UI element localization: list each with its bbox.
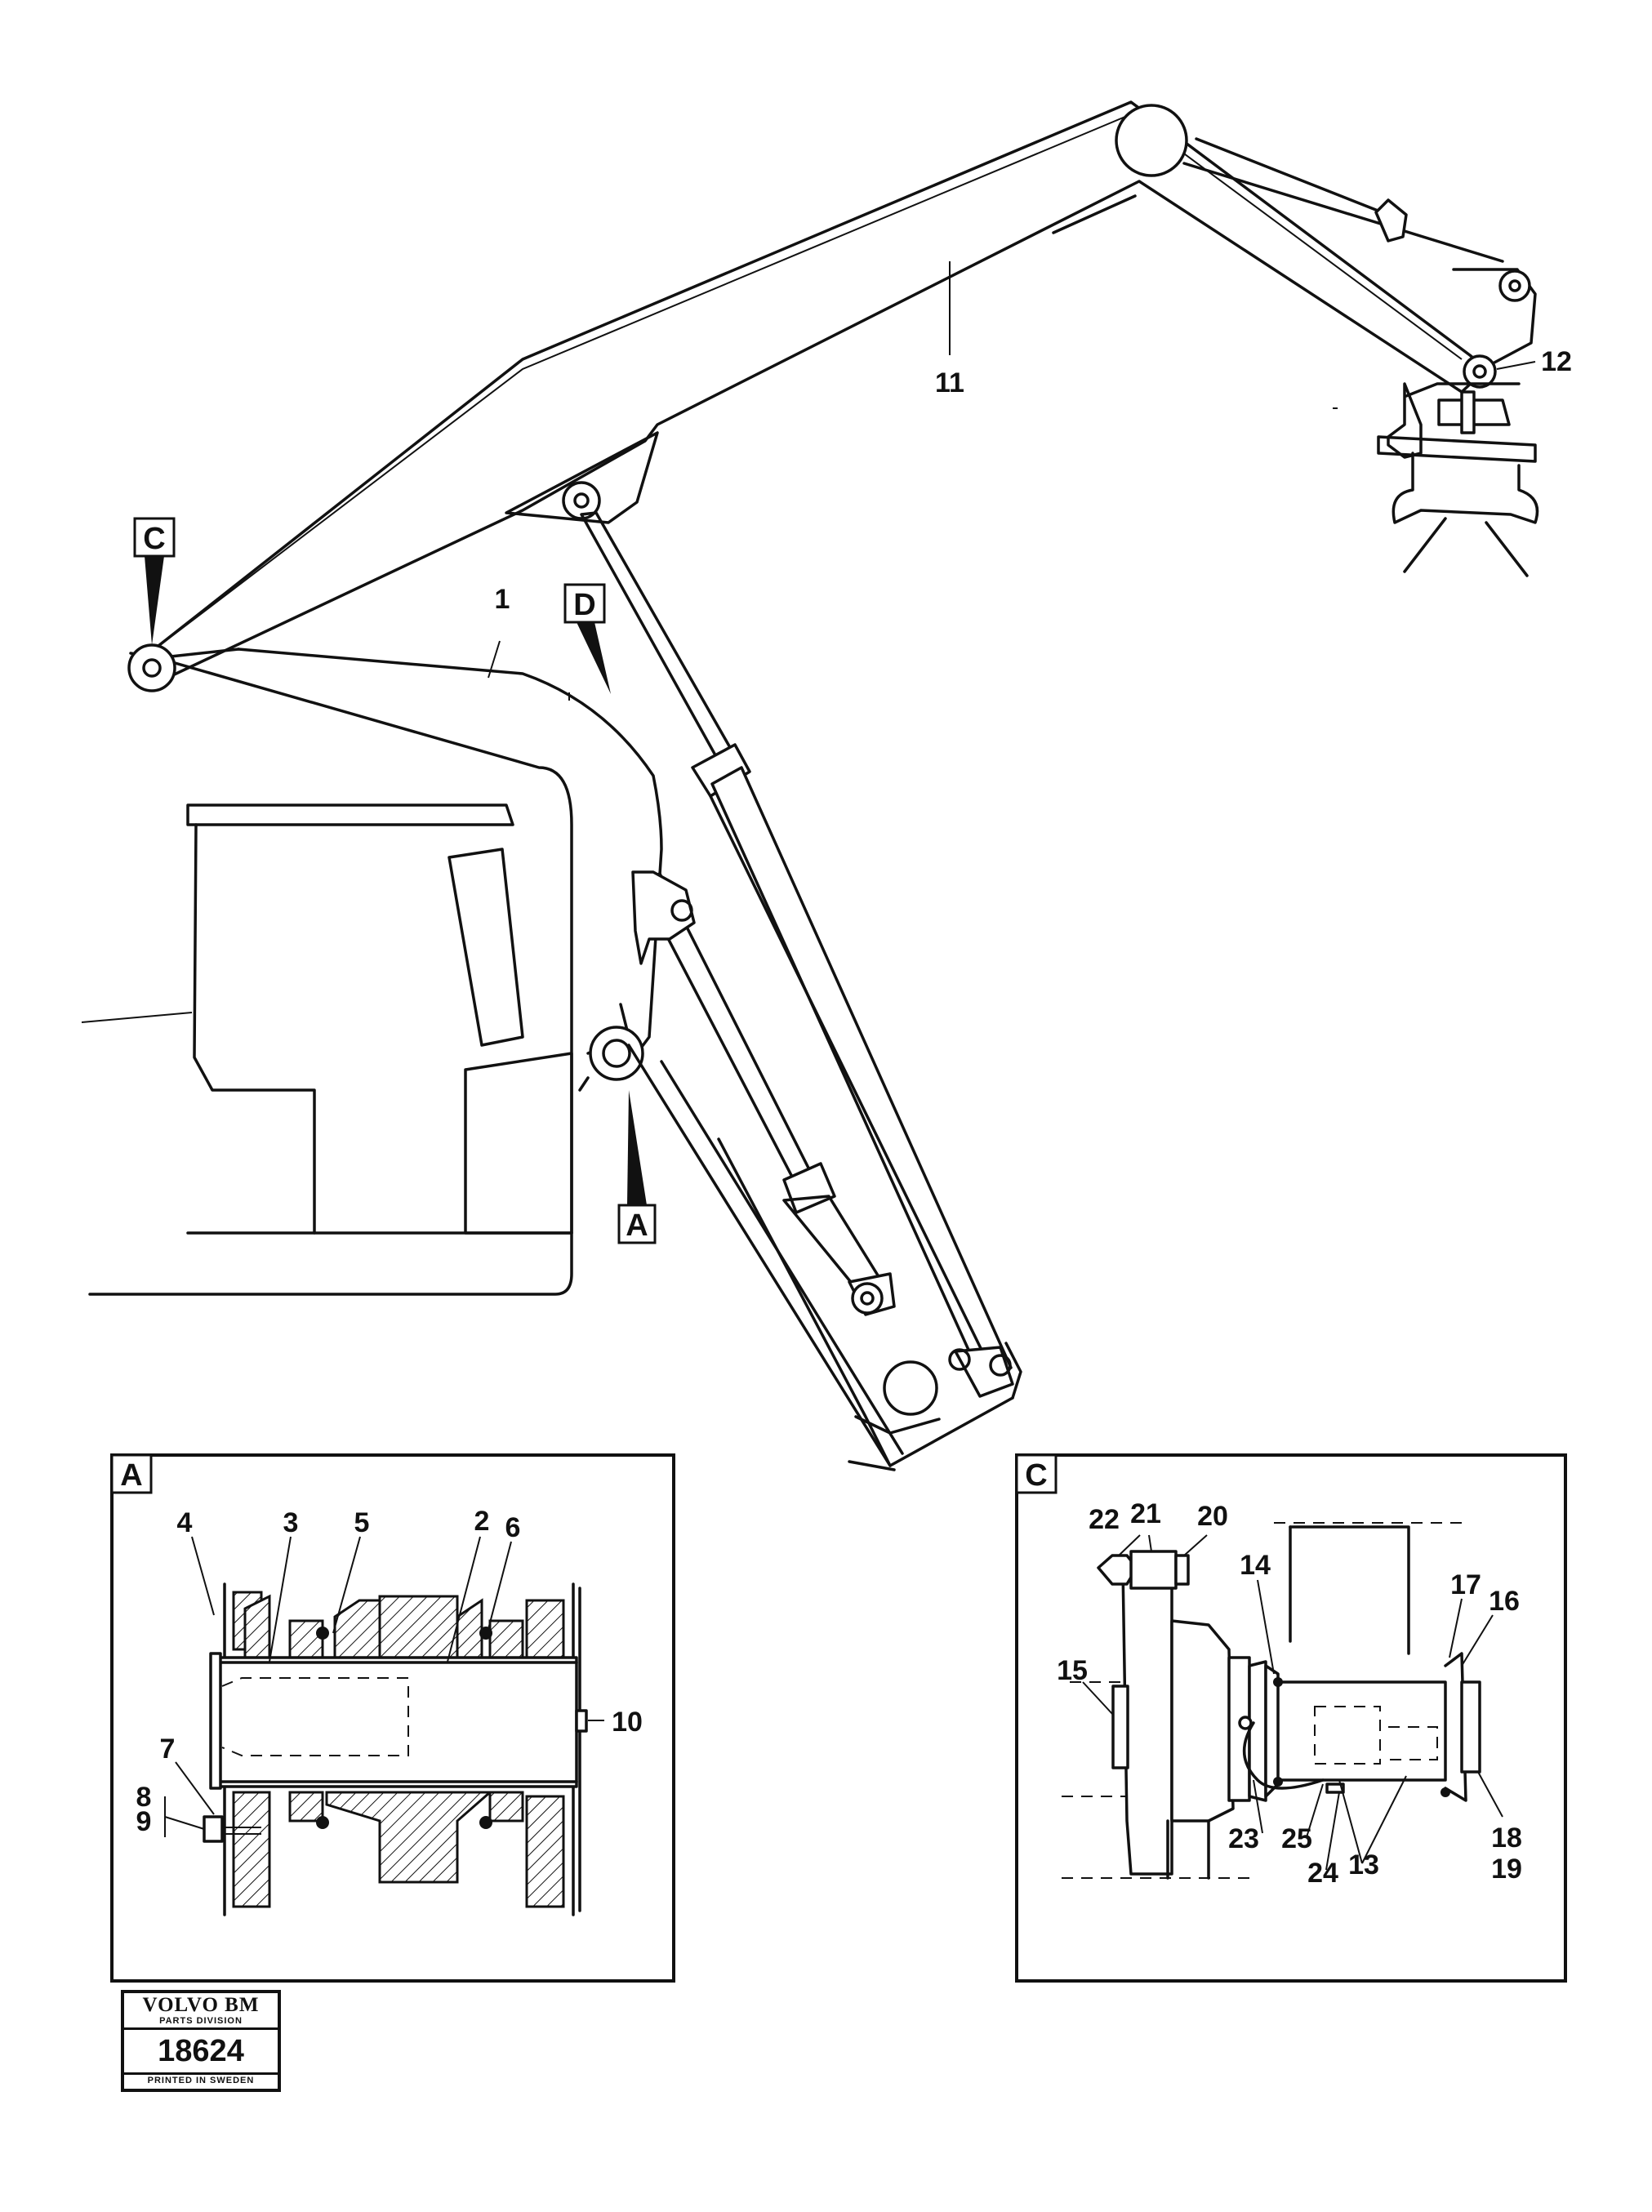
- stamp-brand: VOLVO BM: [142, 1994, 260, 2016]
- marker-a-main: A: [626, 1208, 648, 1243]
- detail-a-view: A: [110, 1453, 675, 1983]
- marker-d-main: D: [573, 588, 595, 622]
- lift-cylinder: [580, 511, 1014, 1398]
- callout-22: 22: [1089, 1504, 1120, 1535]
- boom-tip-rotator: [1182, 137, 1539, 577]
- main-view-callouts: C D A 11 12 1: [133, 261, 1572, 1244]
- callout-2: 2: [474, 1506, 490, 1537]
- callout-11: 11: [935, 367, 964, 398]
- callout-4: 4: [177, 1507, 193, 1538]
- callout-15: 15: [1057, 1655, 1088, 1686]
- loader-assembly-view: [81, 100, 1539, 1471]
- marker-c-detail: C: [1025, 1458, 1047, 1493]
- callout-9: 9: [136, 1806, 152, 1837]
- callout-18: 18: [1491, 1823, 1522, 1854]
- callout-20: 20: [1197, 1501, 1228, 1532]
- stamp-printed: PRINTED IN SWEDEN: [147, 2076, 255, 2085]
- machine-body: [81, 656, 573, 1296]
- tilt-cylinder: [627, 870, 941, 1471]
- callout-1: 1: [495, 584, 510, 615]
- callout-16: 16: [1489, 1586, 1520, 1617]
- callout-8: 8: [136, 1782, 152, 1813]
- callout-5: 5: [354, 1507, 370, 1538]
- callout-25: 25: [1281, 1823, 1312, 1854]
- callout-10: 10: [612, 1707, 643, 1738]
- callout-17: 17: [1450, 1569, 1481, 1600]
- callout-19: 19: [1491, 1854, 1522, 1885]
- callout-7: 7: [160, 1734, 176, 1765]
- main-boom: [127, 100, 1488, 692]
- volvo-bm-stamp: VOLVO BM PARTS DIVISION 18624 PRINTED IN…: [121, 1990, 281, 2092]
- callout-23: 23: [1228, 1823, 1259, 1854]
- callout-24: 24: [1307, 1858, 1338, 1889]
- loader-frame: [129, 648, 663, 1092]
- detail-c-view: C: [1015, 1453, 1567, 1983]
- callout-13: 13: [1348, 1849, 1379, 1880]
- callout-6: 6: [505, 1512, 521, 1543]
- callout-14: 14: [1240, 1550, 1271, 1581]
- stamp-code: 18624: [124, 2030, 278, 2075]
- bucket: [717, 1137, 1022, 1467]
- stamp-division: PARTS DIVISION: [124, 2016, 278, 2030]
- callout-21: 21: [1130, 1498, 1161, 1529]
- callout-12: 12: [1541, 346, 1572, 377]
- marker-a-detail: A: [120, 1458, 142, 1493]
- callout-3: 3: [283, 1507, 299, 1538]
- marker-c-main: C: [143, 522, 165, 556]
